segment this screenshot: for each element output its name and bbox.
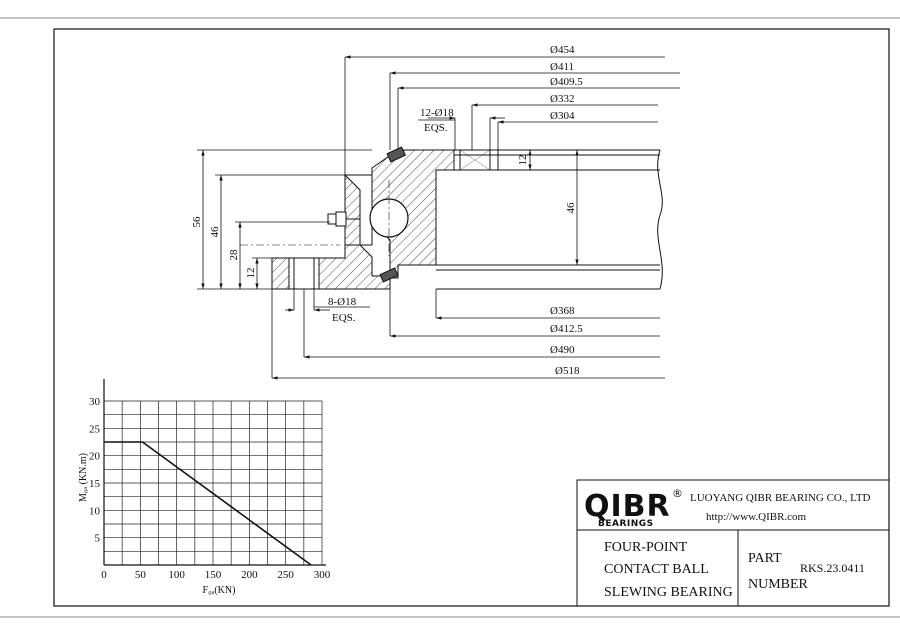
dim-d454: Ø454	[550, 44, 575, 56]
company-name: LUOYANG QIBR BEARING CO., LTD	[690, 492, 871, 504]
x-axis-label: F₀ₐ(KN)	[203, 585, 236, 596]
dim-d409-5: Ø409.5	[550, 76, 583, 88]
y-tick-label: 20	[89, 451, 101, 463]
dim-d518: Ø518	[555, 365, 580, 377]
dim-h46-right: 46	[565, 202, 577, 214]
dim-h56: 56	[191, 216, 203, 228]
dim-d332: Ø332	[550, 93, 574, 105]
dim-h46-left: 46	[209, 226, 221, 238]
dim-d304: Ø304	[550, 110, 575, 122]
dim-h28: 28	[228, 249, 240, 261]
drawing-frame	[53, 28, 890, 607]
x-tick-label: 100	[168, 569, 185, 581]
product-line-3: SLEWING BEARING	[604, 585, 733, 600]
company-url: http://www.QIBR.com	[706, 511, 807, 523]
dim-h12-right: 12	[517, 155, 529, 166]
part-number: RKS.23.0411	[800, 561, 865, 575]
dim-holes-top: 12-Ø18	[420, 107, 454, 119]
product-line-2: CONTACT BALL	[604, 562, 709, 577]
y-axis-label: M₀ₐ (KN.m)	[78, 453, 89, 502]
x-tick-label: 200	[241, 569, 258, 581]
dim-d490: Ø490	[550, 344, 575, 356]
company-logo: QIBR ® BEARINGS	[584, 487, 683, 529]
y-tick-label: 5	[95, 533, 101, 545]
dim-d411: Ø411	[550, 61, 574, 73]
logo-text: QIBR	[584, 489, 671, 524]
load-limit-line	[104, 441, 312, 566]
x-tick-label: 150	[205, 569, 222, 581]
y-tick-label: 15	[89, 478, 101, 490]
title-block	[576, 479, 890, 607]
x-tick-label: 250	[277, 569, 294, 581]
x-tick-label: 300	[314, 569, 331, 581]
dim-d412-5: Ø412.5	[550, 323, 583, 335]
bearing-cross-section	[240, 146, 663, 290]
y-tick-label: 30	[89, 396, 101, 408]
inner-mount-hole	[453, 149, 499, 171]
y-tick-label: 10	[89, 505, 101, 517]
dim-holes-bottom: 8-Ø18	[328, 296, 357, 308]
dim-d368: Ø368	[550, 305, 575, 317]
part-label-line-2: NUMBER	[748, 577, 809, 592]
logo-subtitle: BEARINGS	[598, 519, 654, 529]
dim-eqs-bottom: EQS.	[332, 312, 356, 324]
grease-nipple	[327, 211, 360, 227]
dim-h12-left: 12	[245, 268, 257, 279]
x-tick-label: 0	[101, 569, 107, 581]
product-line-1: FOUR-POINT	[604, 540, 688, 555]
part-label-line-1: PART	[748, 551, 782, 566]
dim-eqs-top: EQS.	[424, 122, 448, 134]
x-tick-label: 50	[135, 569, 147, 581]
dimension-labels: Ø454 Ø411 Ø409.5 Ø332 Ø304 12-Ø18 EQS. 8…	[191, 44, 583, 377]
dimension-lines	[197, 55, 680, 380]
logo-registered: ®	[672, 487, 683, 500]
y-tick-label: 25	[89, 423, 101, 435]
